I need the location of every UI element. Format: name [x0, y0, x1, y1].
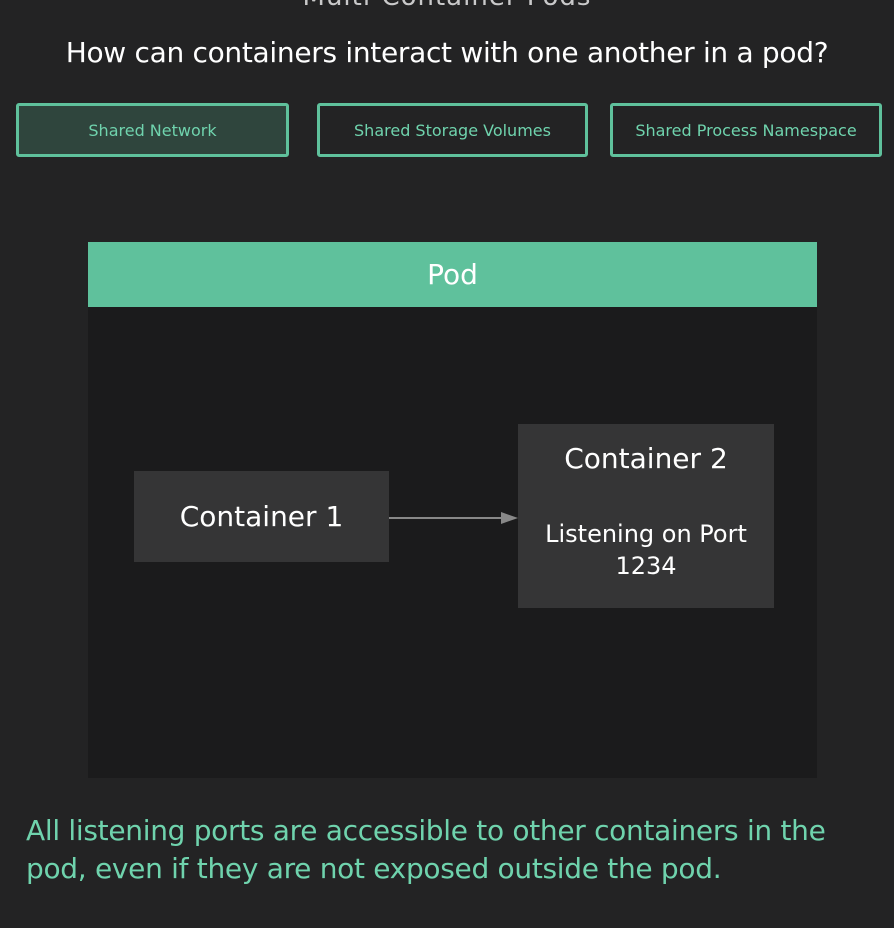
container-1-label: Container 1 [179, 500, 344, 533]
port-label: Listening on Port [545, 520, 747, 548]
arrow-head [501, 512, 518, 524]
container-2-box: Container 2 Listening on Port 1234 [518, 424, 774, 608]
tab-label: Shared Network [88, 120, 217, 140]
container-2-detail: Listening on Port 1234 [524, 518, 768, 582]
tab-shared-network[interactable]: Shared Network [16, 103, 289, 157]
container-1-box: Container 1 [134, 471, 389, 562]
tab-shared-process-namespace[interactable]: Shared Process Namespace [610, 103, 882, 157]
port-number: 1234 [615, 552, 677, 580]
pod-box: Pod Container 1 Container 2 Listening on… [88, 242, 817, 778]
footer-note: All listening ports are accessible to ot… [26, 814, 826, 885]
tab-label: Shared Process Namespace [635, 120, 857, 140]
slide-title-cut: Multi-Container Pods [0, 0, 894, 12]
question-heading: How can containers interact with one ano… [65, 36, 829, 69]
arrow-icon [389, 512, 518, 524]
pod-title: Pod [427, 258, 478, 291]
pod-header: Pod [88, 242, 817, 307]
container-2-label: Container 2 [564, 442, 728, 475]
tab-label: Shared Storage Volumes [354, 120, 551, 140]
tab-shared-storage-volumes[interactable]: Shared Storage Volumes [317, 103, 588, 157]
